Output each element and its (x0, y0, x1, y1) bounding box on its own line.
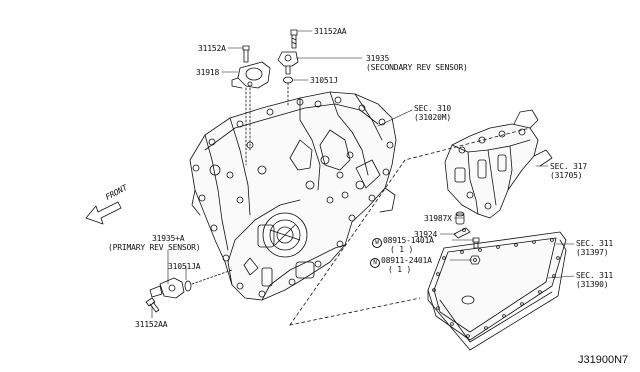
secondary-rev-sensor (277, 51, 299, 75)
front-arrow-icon (85, 201, 122, 225)
o-ring-31051j (283, 76, 293, 84)
label-sec-311-a: SEC. 311 (576, 239, 613, 248)
control-valve (444, 109, 553, 219)
label-31152aa-bottom: 31152AA (135, 320, 168, 329)
transmission-case (189, 91, 397, 301)
label-sec-311-b: SEC. 311 (576, 271, 613, 280)
bolt-31152aa-bottom (145, 297, 160, 313)
label-bolt-08915-qty: ( 1 ) (390, 245, 414, 254)
primary-rev-sensor (149, 277, 185, 299)
label-31152aa-top: 31152AA (314, 27, 347, 36)
label-sec-317-sub: (31705) (550, 171, 583, 180)
leader-lines (151, 30, 575, 319)
diagram-code: J31900N7 (578, 354, 629, 366)
label-31051j: 31051J (310, 76, 338, 85)
label-sec-311-b-sub: (31390) (576, 280, 609, 289)
label-sec-310: SEC. 310 (414, 104, 451, 113)
strainer-31987x (455, 211, 465, 225)
label-31924: 31924 (414, 230, 438, 239)
label-31152a: 31152A (198, 44, 226, 53)
bolt-08915-number: 08915-1401A (383, 236, 434, 245)
bolt-08915 (472, 237, 480, 249)
label-sec-311-a-sub: (31397) (576, 248, 609, 257)
circle-n-icon: N (370, 258, 380, 268)
label-31987x: 31987X (424, 214, 452, 223)
label-primary-rev-sensor: (PRIMARY REV SENSOR) (108, 243, 201, 252)
bolt-31152a (242, 45, 250, 63)
circle-w-icon: W (372, 238, 382, 248)
label-31935: 31935 (366, 54, 390, 63)
label-nut-08911-qty: ( 1 ) (388, 265, 412, 274)
label-secondary-rev-sensor: (SECONDARY REV SENSOR) (366, 63, 468, 72)
o-ring-31051ja (184, 280, 192, 292)
secondary-sensor-bolt (290, 29, 298, 49)
label-31051ja: 31051JA (168, 262, 201, 271)
nut-08911-number: 08911-2401A (381, 256, 432, 265)
label-31918: 31918 (196, 68, 220, 77)
clip-31924 (453, 227, 471, 239)
bracket-31918 (231, 61, 271, 89)
oil-pan (427, 231, 567, 351)
label-sec-317: SEC. 317 (550, 162, 587, 171)
label-31935a: 31935+A (152, 234, 185, 243)
label-sec-310-sub: (31020M) (414, 113, 451, 122)
